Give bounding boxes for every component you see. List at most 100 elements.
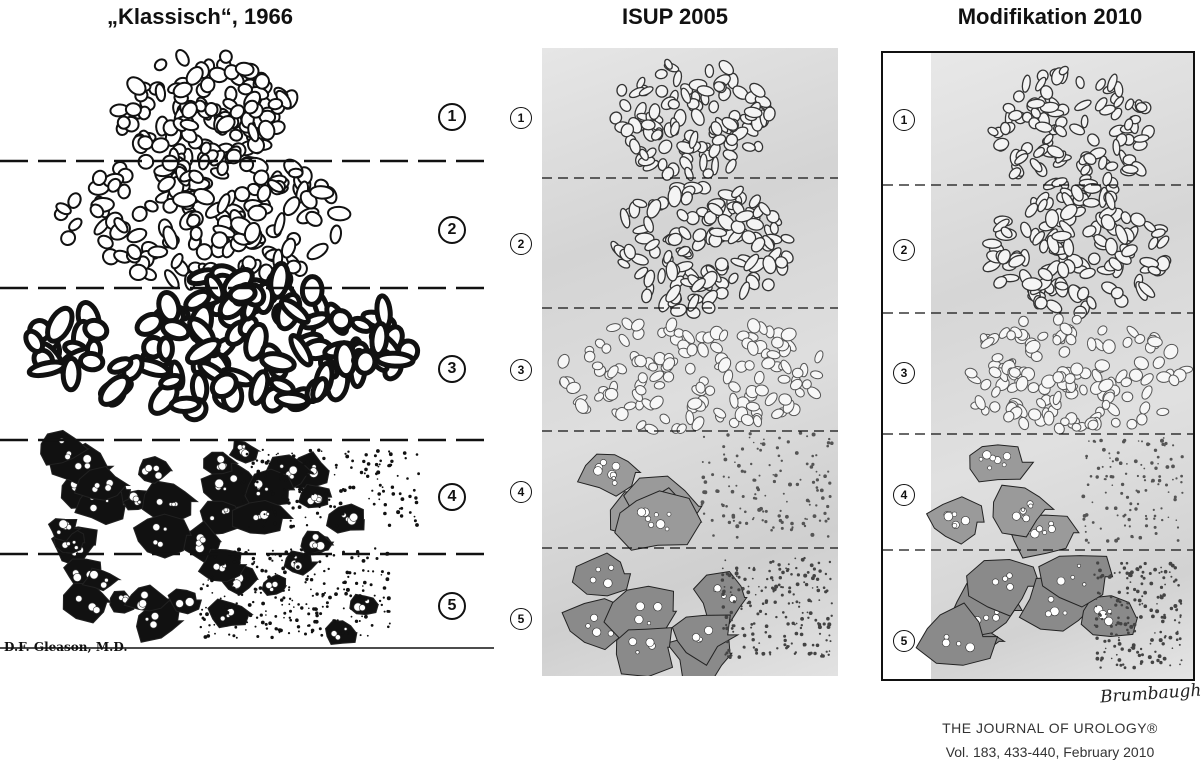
gland [1082, 225, 1097, 238]
gland [1087, 419, 1099, 431]
tumor-cell [749, 604, 752, 608]
tumor-mass [47, 518, 83, 542]
tumor-cell [398, 492, 402, 496]
tumor-cell [342, 581, 345, 584]
tumor-cell [782, 492, 785, 495]
grade-2-classic-label: 2 [438, 216, 466, 244]
tumor-cell [812, 567, 816, 571]
tumor-cell [262, 525, 265, 528]
tumor-cell [780, 459, 783, 462]
gland [1008, 254, 1026, 268]
journal-citation: Vol. 183, 433-440, February 2010 [945, 744, 1155, 760]
lumen [664, 526, 670, 532]
gland [158, 372, 185, 391]
gland [1052, 371, 1064, 384]
tumor-cell [723, 586, 726, 588]
tumor-cell [315, 511, 320, 515]
tumor-cell [1161, 442, 1165, 446]
tumor-cell [361, 559, 366, 563]
gland [662, 357, 676, 371]
gland [638, 86, 654, 97]
tumor-cell [790, 573, 793, 576]
tumor-cell [230, 555, 232, 558]
tumor-cell [242, 499, 246, 503]
tumor-cell [786, 500, 788, 503]
tumor-cell [725, 626, 730, 631]
tumor-cell [764, 624, 769, 628]
gland [690, 277, 706, 293]
gland [1064, 373, 1076, 385]
tumor-cell [1084, 525, 1087, 527]
gland [771, 336, 784, 349]
tumor-cell [1175, 631, 1179, 635]
tumor-cell [391, 492, 396, 496]
gland [60, 230, 77, 246]
gland [780, 359, 792, 375]
tumor-cell [383, 511, 387, 516]
tumor-cell [708, 461, 711, 464]
tumor-cell [1156, 595, 1160, 599]
tumor-cell [715, 489, 719, 493]
tumor-cell [1125, 571, 1129, 575]
tumor-cell [237, 593, 240, 596]
tumor-cell [335, 466, 338, 469]
tumor-cell [816, 489, 819, 492]
gland [988, 366, 1002, 379]
tumor-cell [237, 547, 241, 552]
tumor-cell [768, 569, 771, 573]
gland [253, 169, 270, 186]
tumor-cell [1115, 623, 1118, 627]
tumor-cell [201, 608, 204, 611]
tumor-cell [783, 638, 787, 643]
gland [746, 340, 759, 356]
tumor-cell [1163, 569, 1168, 574]
lumen [316, 497, 322, 503]
tumor-cell [731, 515, 736, 519]
gland [662, 371, 675, 383]
tumor-cell [270, 509, 273, 512]
tumor-cell [826, 441, 831, 445]
tumor-cell [1136, 502, 1140, 506]
gland [1138, 281, 1156, 298]
tumor-cell [351, 485, 356, 490]
tumor-cell [1138, 535, 1143, 540]
lumen [593, 466, 603, 476]
grade-5-modified-label: 5 [893, 630, 915, 652]
lumen [951, 523, 958, 529]
lumen [1003, 452, 1012, 461]
gland [97, 234, 114, 250]
tumor-cell [307, 624, 311, 627]
tumor-cell [807, 500, 811, 503]
tumor-cell [727, 573, 732, 578]
tumor-cell [246, 621, 249, 624]
tumor-cell [735, 524, 740, 529]
tumor-cell [796, 573, 800, 577]
classic-gleason-diagram [0, 48, 494, 652]
tumor-cell [811, 587, 814, 589]
grade-5-isup-label: 5 [510, 608, 532, 630]
tumor-cell [827, 653, 830, 656]
tumor-cell [767, 634, 772, 639]
gland [1086, 337, 1097, 352]
tumor-cell [237, 561, 241, 565]
tumor-cell [243, 575, 245, 578]
tumor-cell [352, 506, 354, 509]
lumen [241, 444, 246, 449]
tumor-cell [1099, 527, 1102, 530]
gland [131, 205, 148, 222]
tumor-cell [254, 625, 257, 628]
tumor-cell [271, 492, 275, 496]
gland [1060, 417, 1070, 427]
tumor-cell [321, 605, 324, 608]
gland [665, 260, 679, 282]
tumor-cell [325, 489, 329, 493]
lumen [145, 617, 150, 622]
tumor-cell [1148, 572, 1152, 575]
tumor-cell [1142, 475, 1146, 479]
gland [657, 267, 666, 285]
tumor-cell [769, 653, 772, 656]
gland [718, 329, 729, 342]
tumor-cell [815, 643, 820, 648]
lumen [653, 512, 659, 518]
tumor-cell [815, 486, 819, 489]
